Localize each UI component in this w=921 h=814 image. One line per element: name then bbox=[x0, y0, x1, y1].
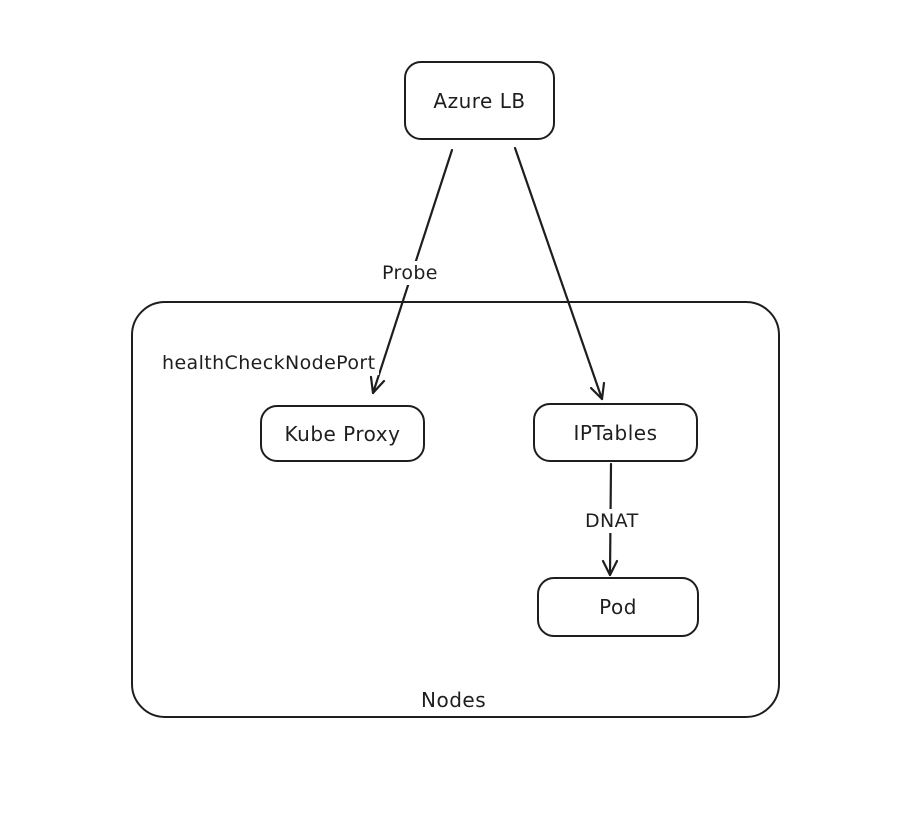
node-pod: Pod bbox=[537, 577, 699, 637]
node-iptables: IPTables bbox=[533, 403, 698, 462]
node-azure-lb: Azure LB bbox=[404, 61, 555, 140]
node-pod-label: Pod bbox=[599, 595, 637, 619]
edge-label-probe: Probe bbox=[378, 261, 442, 285]
nodes-container-box bbox=[131, 301, 780, 718]
node-kube-proxy: Kube Proxy bbox=[260, 405, 425, 462]
nodes-container-label: Nodes bbox=[421, 688, 487, 712]
arrow-azurelb-to-iptables bbox=[513, 146, 606, 401]
node-azure-lb-label: Azure LB bbox=[433, 88, 526, 113]
node-kube-proxy-label: Kube Proxy bbox=[284, 421, 401, 446]
node-iptables-label: IPTables bbox=[573, 420, 658, 445]
edge-label-healthchecknodeport: healthCheckNodePort bbox=[158, 351, 380, 375]
edge-label-dnat: DNAT bbox=[581, 509, 643, 533]
